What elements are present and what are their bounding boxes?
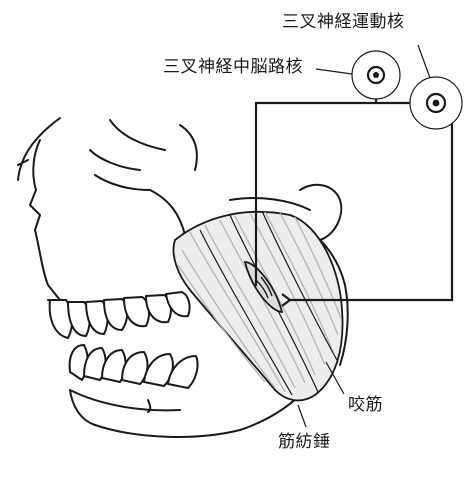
leader-muscle-spindle bbox=[298, 405, 306, 427]
leader-mesencephalic-nucleus bbox=[316, 69, 352, 74]
label-motor-nucleus: 三叉神経運動核 bbox=[282, 14, 405, 31]
leader-motor-nucleus bbox=[418, 45, 430, 78]
upper-teeth bbox=[50, 292, 190, 338]
label-mesencephalic-nucleus: 三叉神経中脳路核 bbox=[163, 59, 303, 76]
mesencephalic-nucleus-icon bbox=[352, 51, 400, 99]
label-muscle-spindle: 筋紡錘 bbox=[278, 434, 331, 451]
masseter-muscle bbox=[173, 211, 342, 400]
motor-nucleus-icon bbox=[410, 77, 462, 129]
lower-teeth bbox=[70, 345, 198, 388]
label-masseter: 咬筋 bbox=[348, 397, 383, 414]
